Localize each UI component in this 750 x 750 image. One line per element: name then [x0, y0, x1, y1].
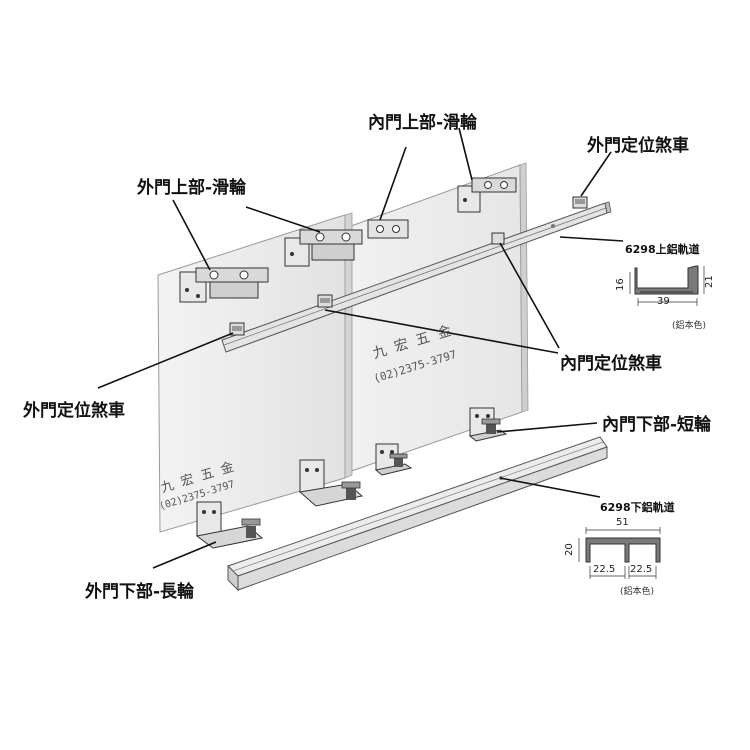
bottom-profile-width: 51	[616, 517, 629, 528]
label-top-track: 6298上鋁軌道	[625, 243, 700, 256]
inner-bottom-wheel-mid	[374, 443, 413, 476]
bottom-track-profile	[578, 527, 661, 579]
bottom-profile-finish: (鋁本色)	[620, 587, 655, 597]
label-outer-bottom-long-wheel: 外門下部-長輪	[85, 582, 195, 602]
label-outer-brake-top: 外門定位煞車	[587, 136, 689, 156]
bottom-profile-height: 20	[564, 543, 575, 556]
top-profile-finish: (鋁本色)	[672, 321, 707, 331]
inner-bottom-short-wheel	[468, 407, 508, 442]
bottom-profile-left-channel: 22.5	[593, 564, 616, 575]
label-inner-top-roller: 內門上部-滑輪	[368, 113, 478, 133]
leader-lines	[97, 127, 624, 569]
inner-brake	[317, 232, 505, 308]
label-inner-brake: 內門定位煞車	[560, 354, 662, 374]
top-profile-height-right: 21	[704, 275, 715, 288]
bottom-track	[227, 436, 608, 592]
inner-top-roller-1	[367, 219, 409, 239]
label-inner-bottom-short-wheel: 內門下部-短輪	[602, 415, 712, 435]
label-outer-brake-left: 外門定位煞車	[23, 401, 125, 421]
outer-brake-top	[572, 196, 588, 209]
outer-top-roller-2	[284, 229, 363, 267]
top-profile-height: 16	[615, 278, 626, 291]
top-track	[221, 201, 612, 353]
top-track-profile	[629, 265, 705, 306]
inner-top-roller-2	[457, 177, 517, 213]
outer-top-roller-1	[179, 267, 269, 303]
outer-bottom-long-wheel-right	[298, 459, 364, 507]
outer-brake-left	[229, 322, 245, 336]
bottom-profile-right-channel: 22.5	[630, 564, 653, 575]
label-outer-top-roller: 外門上部-滑輪	[137, 178, 247, 198]
inner-door-panel	[339, 162, 529, 476]
label-bottom-track: 6298下鋁軌道	[600, 501, 675, 514]
top-profile-width: 39	[657, 296, 670, 307]
